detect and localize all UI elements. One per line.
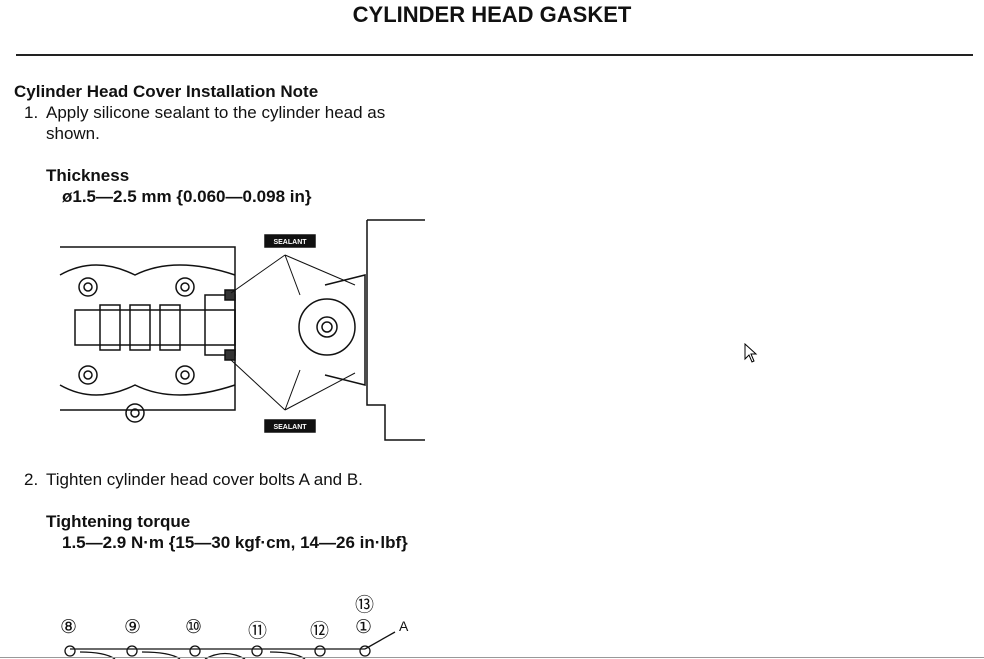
bolt-number-9: ⑨ [124, 617, 142, 638]
bolt-label-a: A [399, 618, 409, 634]
torque-value: 1.5—2.9 N·m {15—30 kgf·cm, 14—26 in·lbf} [62, 533, 408, 552]
sealant-label-top: SEALANT [273, 239, 307, 246]
bolt-number-13: ⑬ [355, 595, 375, 616]
bolt-number-10: ⑩ [185, 617, 203, 638]
step-1-text-cont: shown. [46, 124, 100, 143]
step-1-number: 1. [24, 103, 39, 122]
bolt-number-8: ⑧ [60, 617, 78, 638]
step-2-number: 2. [24, 470, 39, 489]
step-1-text: Apply silicone sealant to the cylinder h… [46, 103, 386, 122]
bolt-number-12: ⑫ [310, 621, 330, 642]
title-divider [16, 54, 973, 56]
thickness-value: ø1.5—2.5 mm {0.060—0.098 in} [62, 187, 312, 206]
page-bottom-edge [0, 657, 984, 658]
sealant-application-diagram: SEALANT SEALANT [59, 219, 425, 441]
bolt-number-1: ① [355, 617, 373, 638]
mouse-cursor-icon [744, 343, 758, 363]
section-title: Cylinder Head Cover Installation Note [14, 82, 319, 101]
page-title: CYLINDER HEAD GASKET [352, 2, 632, 27]
bolt-sequence-diagram [64, 631, 396, 659]
sealant-label-bottom: SEALANT [273, 424, 307, 431]
torque-label: Tightening torque [46, 512, 191, 531]
thickness-label: Thickness [46, 166, 130, 185]
bolt-number-11: ⑪ [248, 621, 268, 642]
step-2-text: Tighten cylinder head cover bolts A and … [46, 470, 363, 489]
